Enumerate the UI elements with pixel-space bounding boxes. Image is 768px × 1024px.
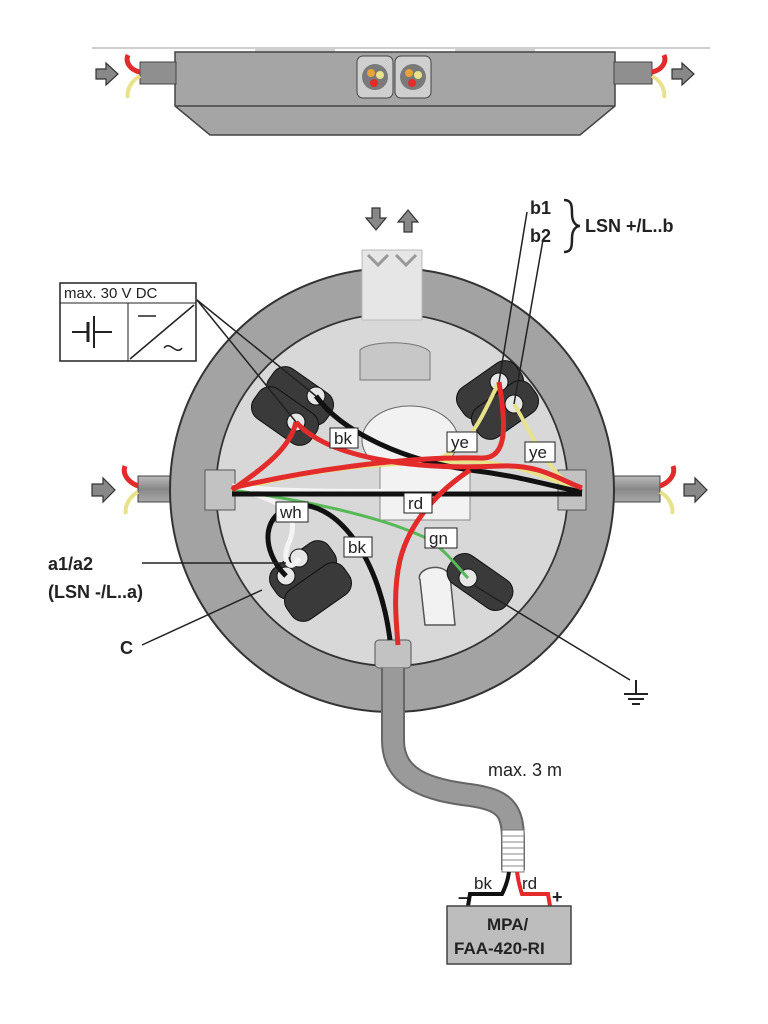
svg-text:wh: wh xyxy=(279,503,302,522)
wire-tag-bk-top: bk xyxy=(329,427,359,449)
arrow-down-icon xyxy=(364,207,388,231)
svg-text:bk: bk xyxy=(334,429,352,448)
wire-tag-rd-center: rd xyxy=(403,492,433,514)
wire-tag-gn: gn xyxy=(424,527,458,549)
svg-text:rd: rd xyxy=(408,494,423,513)
arrow-right-icon xyxy=(91,476,116,504)
arrow-right-icon xyxy=(95,61,119,87)
label-a1a2: a1/a2 xyxy=(48,554,93,574)
label-c: C xyxy=(120,638,133,658)
label-lsn-plus: LSN +/L..b xyxy=(585,216,674,236)
outgoing-cable xyxy=(381,668,552,907)
label-max-length: max. 3 m xyxy=(488,760,562,780)
terminal-minus: – xyxy=(458,887,468,907)
callout-lines xyxy=(141,211,631,681)
svg-text:bk: bk xyxy=(348,538,366,557)
brace xyxy=(563,198,581,254)
battery-icon xyxy=(72,316,112,348)
ground-icon xyxy=(624,680,648,705)
wire-tag-ye-right: ye xyxy=(524,441,556,463)
wire-tag-bk-bottom: bk xyxy=(474,874,492,893)
side-view xyxy=(92,47,710,136)
wire-tag-rd-bottom: rd xyxy=(522,874,537,893)
svg-text:MPA/: MPA/ xyxy=(487,915,529,934)
wire-tag-bk-mid: bk xyxy=(343,536,373,558)
arrow-right-icon xyxy=(683,476,708,504)
svg-text:gn: gn xyxy=(429,529,448,548)
svg-text:ye: ye xyxy=(529,443,547,462)
wire-tag-ye-left: ye xyxy=(446,431,478,453)
label-b1: b1 xyxy=(530,198,551,218)
label-b2: b2 xyxy=(530,226,551,246)
svg-text:max. 30 V DC: max. 30 V DC xyxy=(64,285,158,302)
label-lsn-minus: (LSN -/L..a) xyxy=(48,582,143,602)
voltage-box: max. 30 V DC xyxy=(59,282,197,362)
terminal-plus: + xyxy=(552,887,563,907)
device-box: MPA/ FAA-420-RI xyxy=(446,905,572,965)
wire-tag-wh: wh xyxy=(275,501,309,523)
svg-text:ye: ye xyxy=(451,433,469,452)
arrow-up-icon xyxy=(396,209,420,233)
arrow-right-icon xyxy=(671,61,695,87)
dc-ac-converter-icon xyxy=(129,304,195,360)
svg-text:FAA-420-RI: FAA-420-RI xyxy=(454,939,545,958)
